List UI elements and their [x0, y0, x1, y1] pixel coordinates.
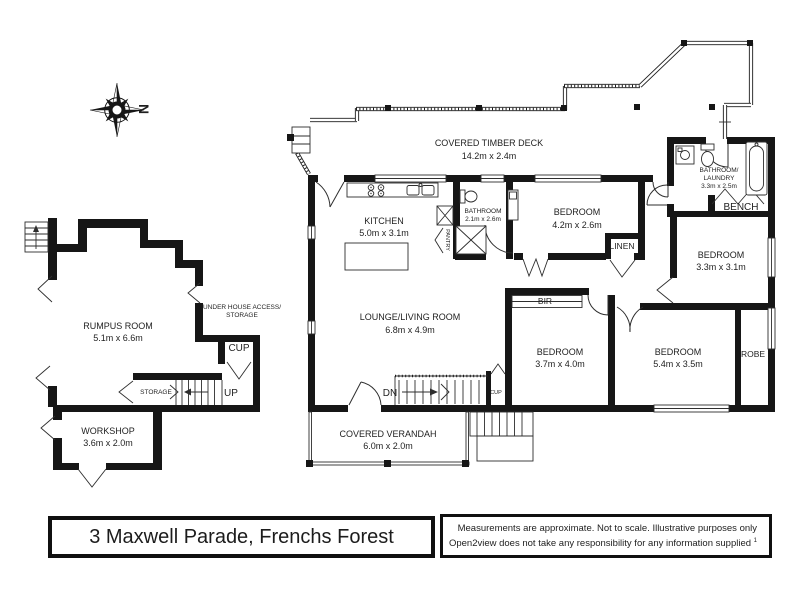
compass-icon: N [89, 82, 152, 138]
label-robe: ROBE [741, 349, 765, 359]
built-in-robe [511, 295, 583, 308]
label-dn: DN [383, 388, 397, 399]
label-linen: LINEN [609, 241, 634, 251]
label-bedroom4-dims: 5.4m x 3.5m [653, 359, 703, 369]
label-bedroom2-dims: 3.3m x 3.1m [696, 262, 746, 272]
label-under-house-2: STORAGE [226, 312, 258, 319]
floor-plan-drawing: N COVERED TIMBER DECK 14.2m x 2.4m KITCH… [24, 40, 776, 488]
compass-north-label: N [136, 104, 152, 114]
label-rumpus-name: RUMPUS ROOM [83, 321, 153, 331]
label-lounge-dims: 6.8m x 4.9m [385, 325, 435, 335]
label-bathlaundry-name1: BATHROOM/ [700, 167, 739, 174]
disclaimer-box: Measurements are approximate. Not to sca… [440, 514, 772, 558]
feature-labels: LINEN BENCH ROBE BIR CUP CUP PANTRY STOR… [140, 202, 765, 399]
verandah-railing [306, 411, 470, 467]
stairs-down-main [394, 374, 488, 405]
label-verandah-dims: 6.0m x 2.0m [363, 441, 413, 451]
label-pantry: PANTRY [444, 229, 450, 251]
disclaimer-line1: Measurements are approximate. Not to sca… [457, 522, 757, 534]
label-bedroom1-dims: 4.2m x 2.6m [552, 220, 602, 230]
label-cup-hall: CUP [490, 390, 502, 396]
walls-upper-house [308, 137, 775, 412]
disclaimer-line2: Open2view does not take any responsibili… [448, 537, 757, 550]
label-deck-dims: 14.2m x 2.4m [462, 151, 517, 161]
label-bedroom2-name: BEDROOM [698, 250, 745, 260]
label-lounge-name: LOUNGE/LIVING ROOM [360, 312, 461, 322]
label-workshop-name: WORKSHOP [81, 426, 135, 436]
doors [315, 143, 729, 406]
label-bedroom1-name: BEDROOM [554, 207, 601, 217]
label-bathroom-name: BATHROOM [464, 208, 501, 215]
label-bedroom3-dims: 3.7m x 4.0m [535, 359, 585, 369]
label-under-house-1: UNDER HOUSE ACCESS/ [203, 304, 281, 311]
label-bedroom4-name: BEDROOM [655, 347, 702, 357]
label-workshop-dims: 3.6m x 2.0m [83, 438, 133, 448]
label-bathlaundry-name2: LAUNDRY [704, 175, 736, 182]
deck-railing [287, 40, 754, 176]
address-title: 3 Maxwell Parade, Frenchs Forest [89, 525, 394, 548]
disclaimer-footnote: 1 [753, 537, 757, 544]
stairs-external-rumpus [24, 221, 49, 253]
label-storage-stairs: STORAGE [140, 389, 172, 396]
label-kitchen-name: KITCHEN [364, 216, 404, 226]
label-deck-name: COVERED TIMBER DECK [435, 138, 543, 148]
windows [307, 174, 776, 413]
label-bathroom-dims: 2.1m x 2.6m [465, 216, 501, 223]
walls-lower-building [48, 218, 260, 470]
label-verandah-name: COVERED VERANDAH [339, 429, 436, 439]
bathroom-fixtures [455, 189, 519, 255]
label-bedroom3-name: BEDROOM [537, 347, 584, 357]
opening-zigzags [35, 188, 765, 488]
laundry-fixtures [675, 141, 768, 196]
kitchen-fixtures [344, 182, 454, 271]
label-bir: BIR [538, 296, 552, 306]
label-rumpus-dims: 5.1m x 6.6m [93, 333, 143, 343]
stairs-up-lower [169, 380, 223, 405]
label-bench: BENCH [723, 202, 758, 213]
label-cup-lower: CUP [228, 343, 249, 354]
room-labels: COVERED TIMBER DECK 14.2m x 2.4m KITCHEN… [81, 138, 746, 451]
label-bathlaundry-dims: 3.3m x 2.5m [701, 183, 737, 190]
label-up: UP [224, 388, 238, 399]
address-title-box: 3 Maxwell Parade, Frenchs Forest [48, 516, 435, 558]
stairs-external-verandah [469, 411, 534, 462]
label-kitchen-dims: 5.0m x 3.1m [359, 228, 409, 238]
